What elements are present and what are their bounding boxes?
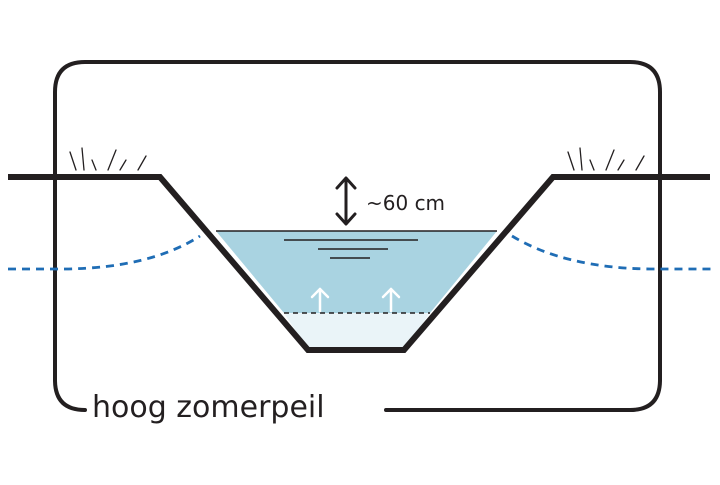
- double-arrow-icon: [337, 178, 355, 224]
- grass-icon: [568, 148, 644, 170]
- depth-label: ~60 cm: [366, 188, 476, 218]
- surface-water-layer: [216, 231, 497, 313]
- groundwater-level-left: [8, 236, 200, 269]
- grass-icon: [70, 148, 146, 170]
- groundwater-level-right: [512, 236, 712, 269]
- diagram-caption: hoog zomerpeil: [92, 386, 382, 430]
